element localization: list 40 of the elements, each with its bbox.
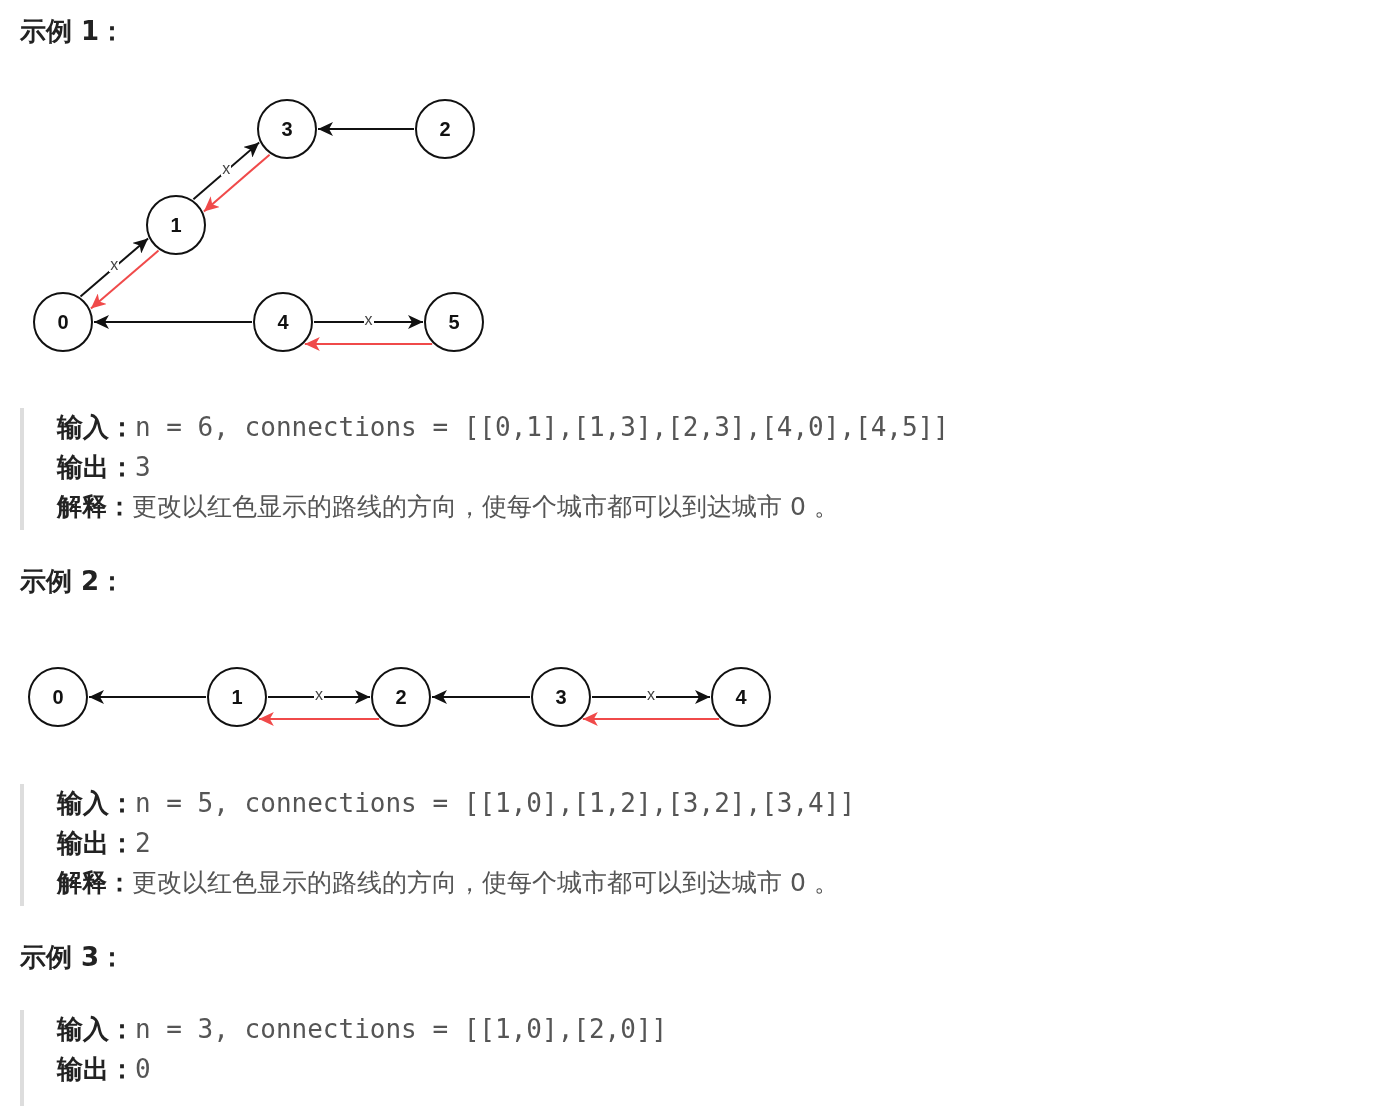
node-circle: 4	[711, 667, 771, 727]
edge-label: x	[314, 688, 324, 702]
arrow	[313, 315, 424, 329]
edge-label: x	[363, 313, 374, 327]
node-circle: 1	[146, 195, 206, 255]
node-circle: 4	[253, 292, 313, 352]
node-circle: 3	[257, 99, 317, 159]
arrow	[93, 315, 253, 329]
node-circle: 3	[531, 667, 591, 727]
text-line: 输入：n = 5, connections = [[1,0],[1,2],[3,2],[3,4]]	[57, 787, 856, 820]
text-line: 解释：更改以红色显示的路线的方向，使每个城市都可以到达城市 0 。	[57, 491, 839, 523]
edge-label: x	[109, 258, 120, 273]
example-heading: 示例 1：	[20, 15, 126, 48]
node-circle: 1	[207, 667, 267, 727]
example-heading: 示例 2：	[20, 565, 126, 598]
text-line: 输入：n = 3, connections = [[1,0],[2,0]]	[57, 1013, 668, 1046]
arrow	[317, 122, 415, 136]
node-circle: 0	[33, 292, 93, 352]
node-circle: 5	[424, 292, 484, 352]
text-line: 解释：更改以红色显示的路线的方向，使每个城市都可以到达城市 0 。	[57, 867, 839, 899]
text-line: 输出：2	[57, 827, 151, 860]
arrow	[192, 141, 261, 201]
arrow	[431, 690, 531, 704]
node-circle: 2	[371, 667, 431, 727]
arrow	[88, 690, 207, 704]
arrow	[89, 249, 160, 310]
text-line: 输出：0	[57, 1053, 151, 1086]
text-line: 输入：n = 6, connections = [[0,1],[1,3],[2,3],[4,0],[4,5]]	[57, 411, 949, 444]
edge-label: x	[646, 688, 656, 702]
arrow	[581, 712, 721, 726]
arrow	[79, 237, 150, 298]
node-circle: 0	[28, 667, 88, 727]
arrow	[257, 712, 381, 726]
arrow	[591, 690, 711, 704]
arrow	[202, 153, 271, 213]
text-line: 输出：3	[57, 451, 151, 484]
arrow	[267, 690, 371, 704]
node-circle: 2	[415, 99, 475, 159]
arrow	[303, 337, 434, 351]
example-heading: 示例 3：	[20, 941, 126, 974]
